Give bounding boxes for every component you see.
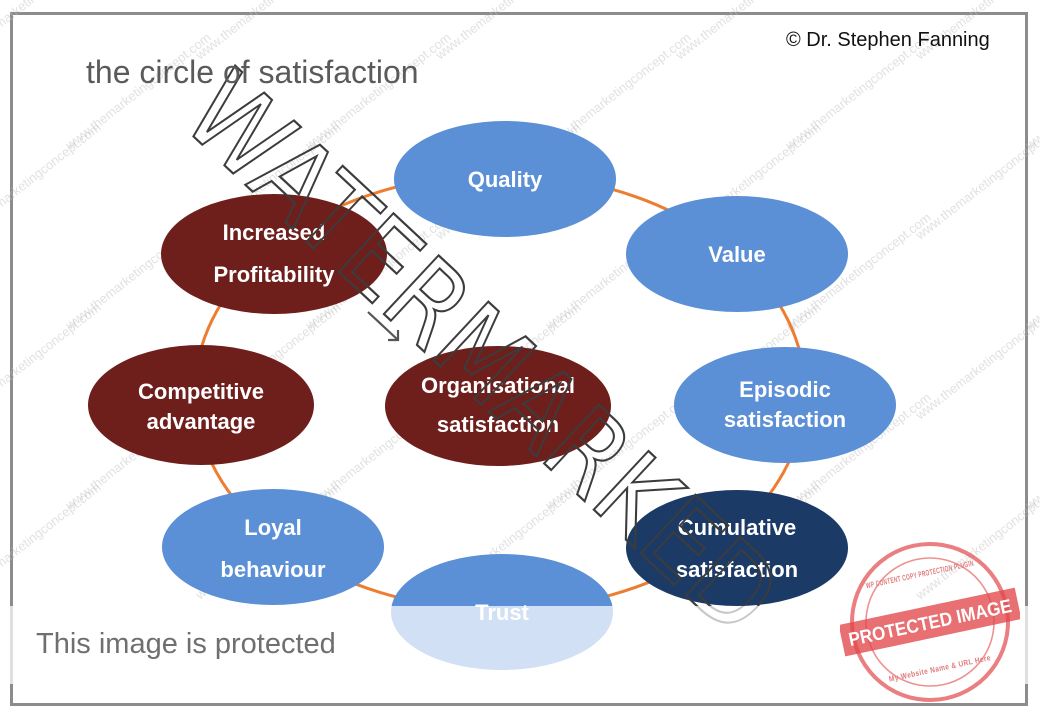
node-competitive-label-2: advantage <box>147 409 256 434</box>
diagram-title: the circle of satisfaction <box>86 54 419 90</box>
node-episodic-label-1: Episodic <box>739 377 831 402</box>
copyright-text: © Dr. Stephen Fanning <box>786 29 990 51</box>
node-episodic-label-2: satisfaction <box>724 407 846 432</box>
arrow-to-center-icon <box>367 311 400 342</box>
node-cumulative-satisfaction: Cumulative satisfaction <box>626 490 848 606</box>
node-profitability-label-2: Profitability <box>213 262 335 287</box>
watermark-repeat-text: www.themarketingconcept.com <box>0 480 104 603</box>
node-episodic-satisfaction: Episodic satisfaction <box>674 347 896 463</box>
node-loyal-label-2: behaviour <box>220 557 326 582</box>
node-competitive-label-1: Competitive <box>138 379 264 404</box>
node-loyal-label-1: Loyal <box>244 515 301 540</box>
node-cumulative-label-2: satisfaction <box>676 557 798 582</box>
node-value: Value <box>626 196 848 312</box>
protected-image-stamp: PROTECTED IMAGE WP CONTENT COPY PROTECTI… <box>840 542 1020 702</box>
node-organisational-label-1: Organisational <box>421 373 575 398</box>
stamp-ring-top: WP CONTENT COPY PROTECTION PLUGIN <box>865 559 974 591</box>
watermark-repeat-text: www.themarketingconcept.com <box>0 120 104 243</box>
protection-banner-text: This image is protected <box>36 628 336 660</box>
watermark-repeat-text: www.themarketingconcept.com <box>912 120 1040 243</box>
stamp-ring-bottom: My Website Name & URL Here <box>888 653 992 683</box>
watermark-repeat-text: www.themarketingconcept.com <box>432 0 584 63</box>
node-cumulative-label-1: Cumulative <box>678 515 797 540</box>
node-value-label: Value <box>708 242 765 267</box>
node-loyal-behaviour: Loyal behaviour <box>162 489 384 605</box>
node-competitive-advantage: Competitive advantage <box>88 345 314 465</box>
watermark-repeat-text: www.themarketingconcept.com <box>912 300 1040 423</box>
node-organisational-label-2: satisfaction <box>437 412 559 437</box>
node-increased-profitability: Increased Profitability <box>161 194 387 314</box>
node-profitability-label-1: Increased <box>223 220 326 245</box>
node-organisational-satisfaction: Organisational satisfaction <box>385 346 611 466</box>
node-quality: Quality <box>394 121 616 237</box>
node-quality-label: Quality <box>468 167 543 192</box>
